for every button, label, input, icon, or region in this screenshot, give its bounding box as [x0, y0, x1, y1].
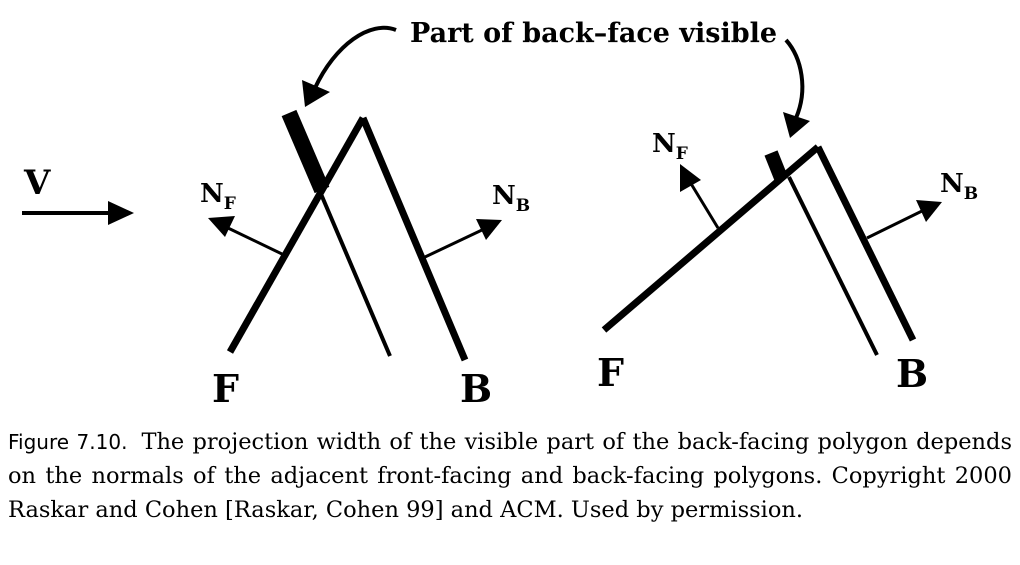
back-polygon-label: B	[460, 366, 492, 410]
front-polygon-label: F	[212, 366, 239, 410]
back-normal-subscript: B	[516, 196, 530, 216]
back-normal-subscript: B	[964, 184, 978, 204]
back-face-polygon	[814, 145, 917, 342]
visible-back-face-segment	[764, 150, 788, 181]
front-normal-subscript: F	[224, 194, 236, 214]
front-face-polygon	[226, 116, 367, 354]
annotation-arrow-left	[313, 25, 397, 89]
figure-caption: Figure 7.10.The projection width of the …	[8, 425, 1012, 527]
back-normal-line	[424, 228, 483, 259]
back-face-polygon	[359, 116, 469, 362]
back-normal-label: NB	[940, 169, 978, 204]
front-normal-arrowhead	[680, 164, 701, 192]
back-normal-arrowhead	[476, 219, 502, 240]
left-configuration: NF NB F B	[200, 109, 530, 410]
annotation-arrow-left-head	[302, 80, 330, 107]
back-polygon-label: B	[896, 351, 928, 396]
back-normal-label: NB	[492, 181, 530, 216]
front-normal-label: NF	[200, 179, 236, 214]
front-normal-label: NF	[652, 129, 688, 164]
visible-back-face-segment	[281, 109, 330, 194]
front-normal-line	[688, 181, 720, 229]
back-normal-line	[866, 209, 923, 240]
back-normal-arrowhead	[916, 200, 942, 222]
front-normal-line	[227, 226, 283, 256]
view-vector: V	[22, 163, 134, 225]
view-vector-arrowhead	[108, 201, 134, 225]
annotation-label: Part of back–face visible	[410, 18, 777, 49]
front-normal-arrowhead	[208, 216, 235, 237]
view-vector-label: V	[23, 163, 51, 203]
front-face-polygon	[601, 144, 821, 333]
back-face-projection-line	[319, 193, 392, 357]
back-face-projection-diagram: Part of back–face visible V NF NB F B	[22, 18, 978, 410]
back-face-projection-line	[787, 176, 879, 356]
annotation-arrow-right	[784, 38, 805, 119]
annotation-arrow-right-head	[783, 112, 810, 138]
front-polygon-label: F	[597, 350, 624, 395]
caption-label: Figure 7.10.	[8, 430, 128, 454]
right-configuration: NF NB F B	[597, 129, 978, 396]
front-normal-subscript: F	[676, 144, 688, 164]
annotation-arrows	[302, 25, 810, 138]
caption-text: The projection width of the visible part…	[8, 429, 1012, 523]
